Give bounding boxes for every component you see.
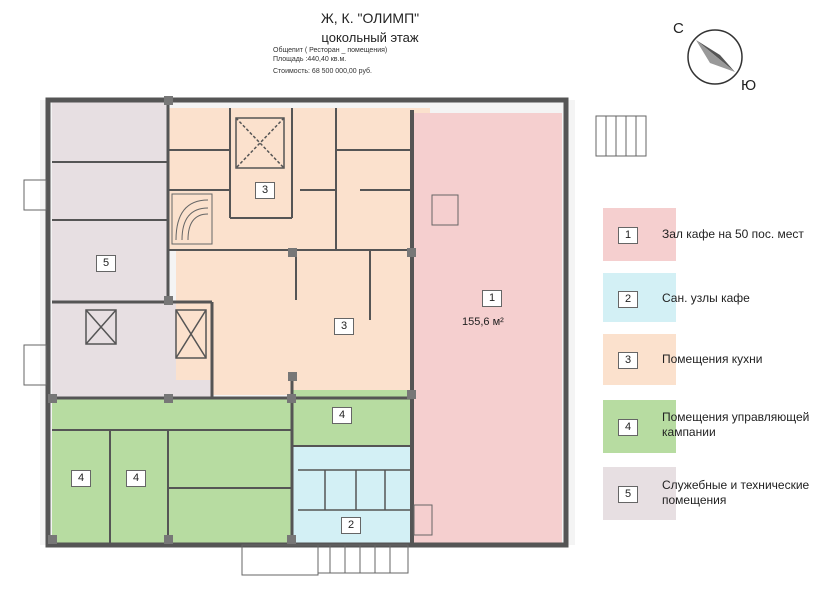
room-label-4-left: 4 [71,470,91,487]
elevator-shafts [85,117,285,359]
compass-icon [687,29,743,85]
room-label-3-upper: 3 [255,182,275,199]
legend-text-2: Сан. узлы кафе [662,291,750,305]
room-label-3-lower: 3 [334,318,354,335]
room-label-5: 5 [96,255,116,272]
plan-subtitle: цокольный этаж [321,30,419,45]
legend-swatch-5 [603,467,676,520]
legend-text-3: Помещения кухни [662,352,763,366]
legend-number-2: 2 [618,291,638,308]
zone-4-fill-main [52,398,292,543]
legend-swatch-1 [603,208,676,261]
compass-north: С [673,20,684,37]
room-label-4-right: 4 [332,407,352,424]
legend-text-4: Помещения управляющей кампании [662,410,810,439]
legend-text-1: Зал кафе на 50 пос. мест [662,227,804,241]
legend-number-4: 4 [618,419,638,436]
zone-3-lower-right-fill [212,300,412,395]
info-purpose: Общепит ( Ресторан _ помещения) [273,47,388,54]
legend-swatch-3 [603,334,676,385]
external-stairs [23,115,647,576]
spiral-stair [171,193,213,245]
legend-swatch-4 [603,400,676,453]
legend-swatch-2 [603,273,676,322]
zone-5-fill [52,102,168,302]
legend-number-5: 5 [618,486,638,503]
columns [48,96,416,544]
legend-number-3: 3 [618,352,638,369]
room-label-2: 2 [341,517,361,534]
compass-south: Ю [741,77,757,94]
room-area-1: 155,6 м² [462,316,504,328]
plan-title: Ж, К. "ОЛИМП" [320,10,420,26]
room-label-4-middle: 4 [126,470,146,487]
walls [45,97,569,548]
zone-3-upper-fill [168,108,430,250]
legend-text-5: Служебные и технические помещения [662,478,810,507]
legend-number-1: 1 [618,227,638,244]
info-price: Стоимость: 68 500 000,00 руб. [273,68,372,75]
zone-1-fill [414,113,562,543]
info-area: Площадь :440,40 кв.м. [273,56,347,63]
room-label-1: 1 [482,290,502,307]
